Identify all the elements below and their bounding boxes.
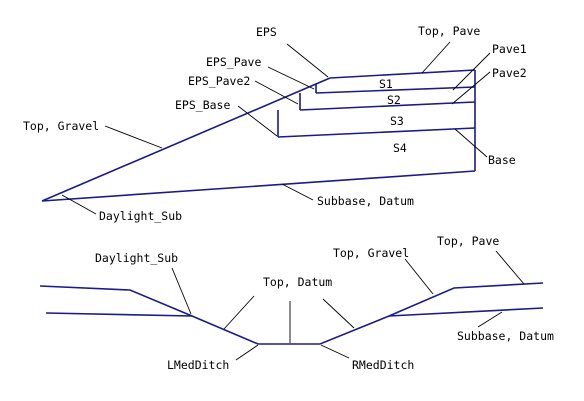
leader-subbase-datum bbox=[281, 183, 314, 201]
label-eps-pave2: EPS_Pave2 bbox=[188, 74, 250, 88]
leader-top-gravel bbox=[104, 125, 163, 149]
label-top-gravel-lower: Top, Gravel bbox=[333, 246, 409, 260]
upper-top-gravel-line bbox=[41, 77, 331, 202]
leader-top-pave-lower bbox=[495, 250, 525, 285]
leader-pave2 bbox=[451, 71, 491, 105]
label-top-pave-upper: Top, Pave bbox=[418, 24, 480, 38]
upper-subbase-datum-line bbox=[41, 170, 476, 202]
label-rmed-ditch: RMedDitch bbox=[352, 358, 414, 372]
leader-rmed-ditch bbox=[320, 344, 350, 359]
label-base: Base bbox=[488, 153, 516, 167]
label-eps: EPS bbox=[256, 25, 277, 39]
leader-base bbox=[454, 128, 488, 158]
leader-eps-pave2 bbox=[254, 80, 299, 105]
upper-pave2-line bbox=[299, 101, 476, 111]
lower-section: Daylight_Sub Top, Datum Top, Gravel Top,… bbox=[39, 234, 554, 372]
leader-lmed-ditch bbox=[235, 344, 259, 361]
leader-top-datum-left bbox=[223, 295, 255, 330]
label-daylight-sub-lower: Daylight_Sub bbox=[95, 251, 178, 265]
label-top-gravel-upper: Top, Gravel bbox=[23, 119, 99, 133]
leader-eps bbox=[286, 43, 329, 78]
label-subbase-datum-upper: Subbase, Datum bbox=[317, 194, 414, 208]
region-s4: S4 bbox=[393, 141, 407, 155]
upper-eps-base-line bbox=[277, 127, 476, 138]
label-daylight-sub-upper: Daylight_Sub bbox=[99, 209, 182, 223]
leader-top-datum-right bbox=[322, 298, 355, 329]
label-eps-pave: EPS_Pave bbox=[206, 55, 261, 69]
lower-right-subbase-line bbox=[388, 307, 544, 317]
leader-subbase-datum-lower bbox=[477, 311, 503, 328]
upper-pave1-line bbox=[315, 86, 476, 94]
leader-pave1 bbox=[452, 52, 491, 91]
lower-left-subbase-line bbox=[45, 312, 193, 317]
leader-top-gravel-lower bbox=[404, 258, 434, 295]
label-subbase-datum-lower: Subbase, Datum bbox=[457, 329, 554, 343]
leader-top-pave bbox=[421, 41, 451, 74]
leader-eps-pave bbox=[267, 66, 315, 90]
upper-section: EPS EPS_Pave EPS_Pave2 EPS_Base Top, Gra… bbox=[23, 24, 527, 223]
region-s3: S3 bbox=[390, 114, 404, 128]
leader-daylight-sub-lower bbox=[171, 267, 192, 315]
region-s1: S1 bbox=[379, 77, 393, 91]
label-top-pave-lower: Top, Pave bbox=[437, 234, 499, 248]
label-eps-base: EPS_Base bbox=[175, 98, 230, 112]
label-pave2: Pave2 bbox=[492, 66, 527, 80]
label-pave1: Pave1 bbox=[492, 42, 527, 56]
label-top-datum: Top, Datum bbox=[263, 275, 332, 289]
region-s2: S2 bbox=[387, 93, 401, 107]
label-lmed-ditch: LMedDitch bbox=[167, 358, 229, 372]
upper-top-pave-line bbox=[329, 69, 476, 79]
leader-daylight-sub-upper bbox=[61, 194, 97, 215]
leader-eps-base bbox=[237, 105, 278, 137]
lower-top-line bbox=[39, 282, 544, 345]
